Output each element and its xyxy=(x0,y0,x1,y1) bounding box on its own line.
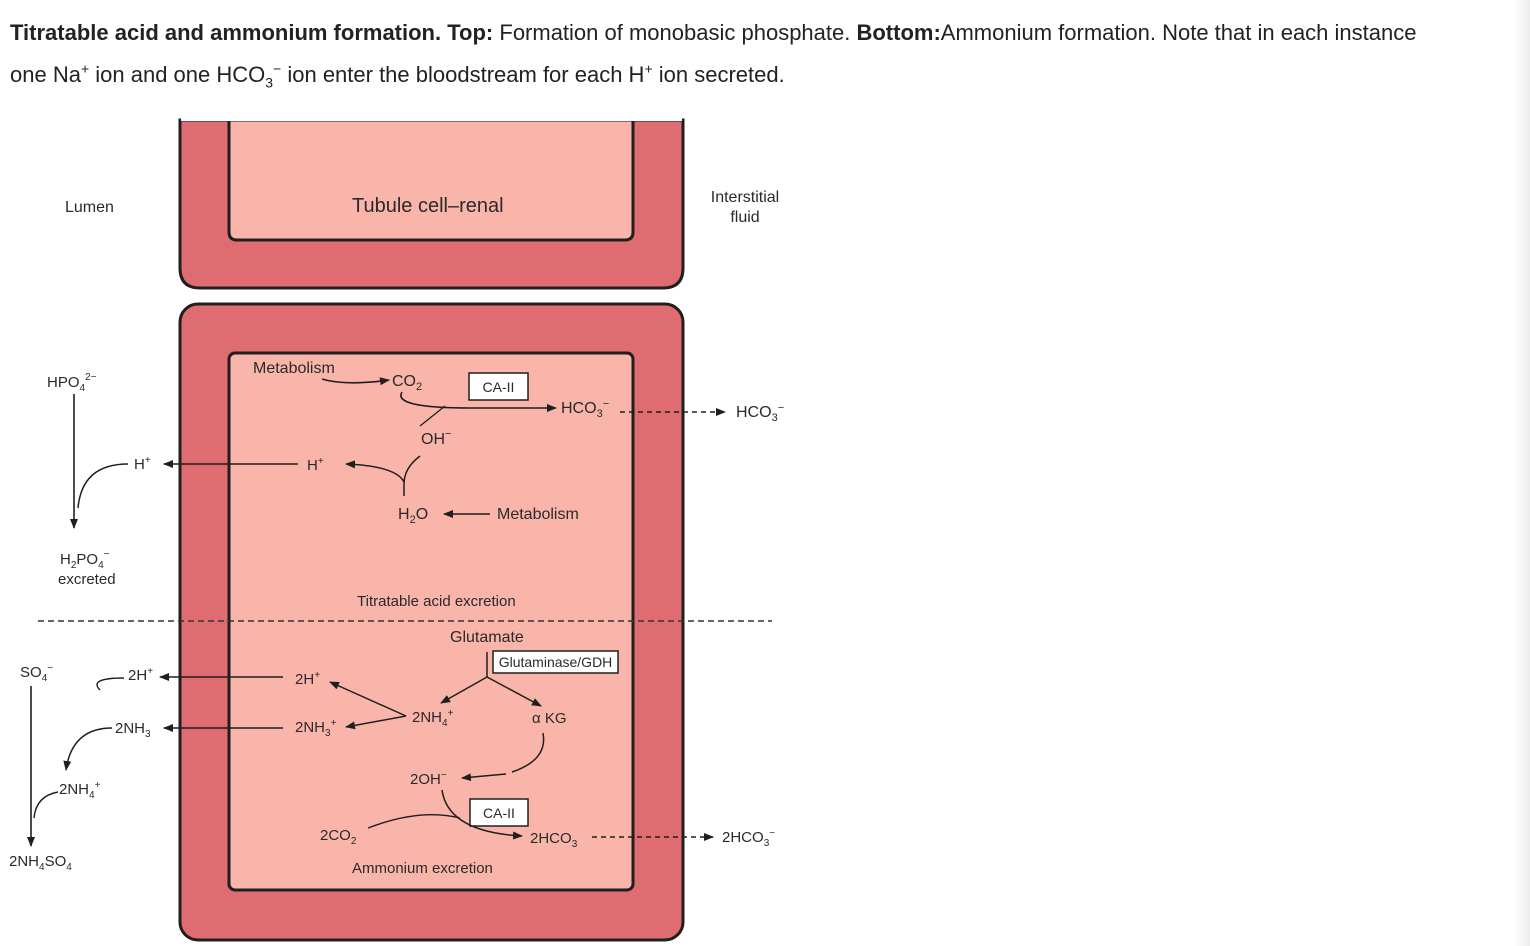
caption-top-text: Formation of monobasic phosphate. xyxy=(499,20,851,45)
nh4-to-nh3-arrow xyxy=(345,715,407,730)
metabolism-to-co2-arrow xyxy=(321,377,390,386)
co2-top: CO2 xyxy=(392,373,422,393)
upper-tubule-cell xyxy=(178,117,685,290)
glutamate-to-akg-arrow xyxy=(486,676,542,707)
hco3-interstitial-top: HCO3− xyxy=(736,402,784,424)
nh4-cell-label: 2NH4+ xyxy=(412,708,454,729)
h-joins-hpo4-curve xyxy=(77,463,129,509)
2co2-joins-curve xyxy=(367,814,461,829)
ammonium-excretion-label: Ammonium excretion xyxy=(352,860,493,877)
nh4-join-curve xyxy=(33,791,59,819)
ca-ii-label-top: CA-II xyxy=(483,379,515,395)
oh-label: OH− xyxy=(421,428,451,448)
h-plus-lumen: H+ xyxy=(134,455,151,473)
h2o-label: H2O xyxy=(398,506,428,526)
hpo4-label: HPO42− xyxy=(47,372,97,394)
ca-ii-box-bottom xyxy=(469,798,529,827)
2h-plus-lumen: 2H+ xyxy=(128,666,153,684)
2nh4-lumen: 2NH4+ xyxy=(59,780,101,801)
alpha-kg-label: α KG xyxy=(532,710,567,727)
enzyme-box xyxy=(492,650,619,674)
page-edge-shadow xyxy=(1514,0,1530,946)
lumen-label: Lumen xyxy=(65,199,114,216)
so4-label: SO4− xyxy=(20,663,53,684)
ammonium-sulfate-label: 2NH4SO4 xyxy=(9,853,72,873)
co2-to-hco3-arrow xyxy=(400,391,557,412)
h2po4-label: H2PO4− xyxy=(60,549,110,571)
interstitial-label-2: fluid xyxy=(730,209,759,226)
co2-oh-branch xyxy=(419,405,446,427)
upper-cell-cytoplasm xyxy=(227,118,635,242)
2nh3-lumen: 2NH3 xyxy=(115,720,151,740)
tubule-cell-label: Tubule cell–renal xyxy=(352,195,504,217)
2hco3-interstitial: 2HCO3− xyxy=(722,828,775,849)
glutamate-to-nh4-arrow xyxy=(440,676,488,704)
metabolism-label-2: Metabolism xyxy=(497,506,579,523)
2h-plus-cell: 2H+ xyxy=(295,670,320,688)
ca-ii-box-top xyxy=(468,372,529,401)
caption-top-label: Top: xyxy=(447,20,494,45)
nh3-to-nh4-curve xyxy=(63,727,113,771)
figure-caption: Titratable acid and ammonium formation. … xyxy=(10,12,1510,96)
metabolism-label-1: Metabolism xyxy=(253,360,335,377)
2nh3-cell: 2NH3+ xyxy=(295,718,337,739)
glutamate-label: Glutamate xyxy=(450,629,524,646)
h2o-to-oh-line xyxy=(403,455,421,496)
2h-join-curve xyxy=(96,677,125,691)
hco3-cell-top: HCO3− xyxy=(561,398,609,420)
titratable-acid-excretion-label: Titratable acid excretion xyxy=(357,593,516,610)
enzyme-label: Glutaminase/GDH xyxy=(499,654,613,670)
2hco3-cell: 2HCO3 xyxy=(530,830,578,850)
caption-bottom-label: Bottom: xyxy=(856,20,941,45)
interstitial-label-1: Interstitial xyxy=(711,189,779,206)
caption-line-2: one Na+ ion and one HCO3− ion enter the … xyxy=(10,60,785,91)
2oh-label: 2OH− xyxy=(410,770,447,788)
akg-to-2oh-curve xyxy=(511,732,545,773)
akg-to-2oh-arrowhead xyxy=(461,773,507,782)
2co2-label: 2CO2 xyxy=(320,827,357,847)
caption-line-1: Titratable acid and ammonium formation. … xyxy=(10,12,1510,54)
h2o-to-h-arrow xyxy=(345,460,405,483)
caption-bottom-text: Ammonium formation. Note that in each in… xyxy=(940,20,1417,45)
excreted-label: excreted xyxy=(58,571,116,588)
upper-cell-crop-edge xyxy=(181,117,682,121)
nh4-to-2h-arrow xyxy=(329,681,407,717)
ca-ii-label-bottom: CA-II xyxy=(483,805,515,821)
h-plus-cell: H+ xyxy=(307,456,324,474)
caption-title: Titratable acid and ammonium formation. xyxy=(10,20,442,45)
2oh-to-2hco3-arrow xyxy=(441,789,523,840)
